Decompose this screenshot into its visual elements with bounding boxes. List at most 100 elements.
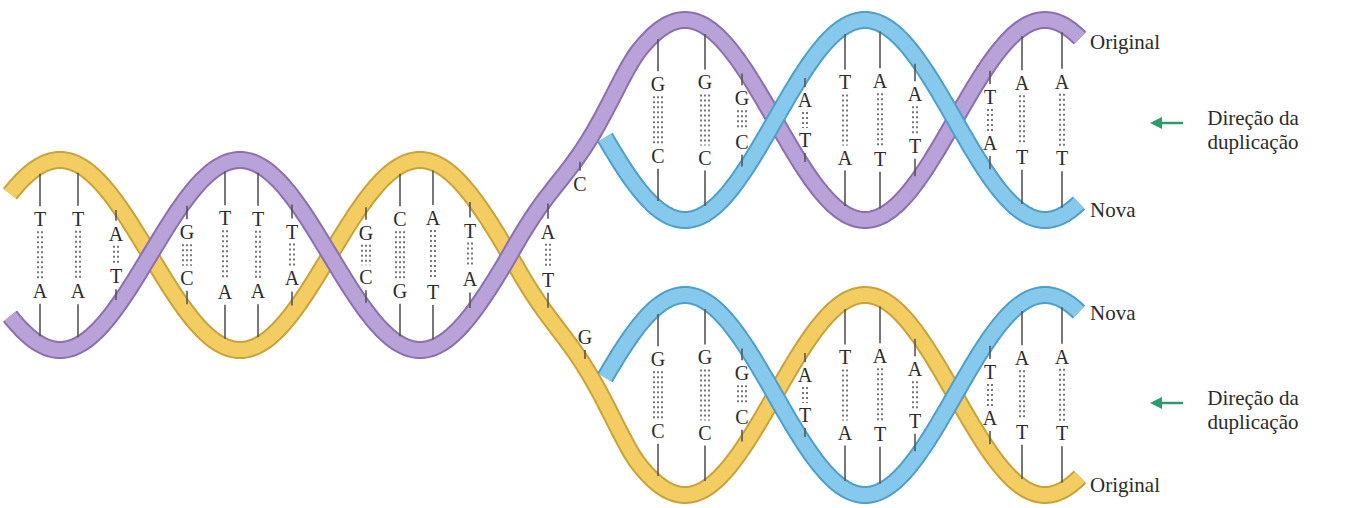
- base-stem: [257, 173, 259, 206]
- hydrogen-bond: [881, 368, 883, 421]
- base-stem: [741, 74, 743, 86]
- base-letter: T: [839, 346, 851, 368]
- helix-strands: [10, 20, 1080, 495]
- base-letter: G: [698, 71, 712, 93]
- base-stem: [657, 444, 659, 476]
- arrow-head: [1150, 117, 1162, 129]
- hydrogen-bond: [259, 231, 261, 279]
- hydrogen-bond: [741, 385, 743, 405]
- hydrogen-bond: [881, 93, 883, 146]
- hydrogen-bond: [399, 231, 401, 278]
- base-letter: A: [798, 89, 812, 111]
- base-stem: [657, 314, 659, 346]
- hydrogen-bond: [806, 112, 808, 128]
- base-stem: [224, 171, 226, 205]
- hydrogen-bond: [991, 384, 993, 406]
- hydrogen-bond: [741, 110, 743, 130]
- base-stem: [186, 206, 188, 219]
- base-letter: T: [799, 404, 811, 426]
- hydrogen-bond: [657, 371, 659, 418]
- hydrogen-bond: [403, 231, 405, 278]
- base-letter: C: [698, 147, 711, 169]
- strand-edge: [10, 20, 1080, 350]
- strand-label: Original: [1090, 30, 1160, 54]
- base-letter: G: [393, 280, 407, 302]
- hydrogen-bond: [806, 387, 808, 403]
- base-letter: T: [110, 265, 122, 287]
- hydrogen-bond: [113, 246, 115, 264]
- hydrogen-bond: [842, 369, 844, 420]
- base-letter: A: [71, 280, 85, 302]
- direction-arrow: [1150, 397, 1183, 409]
- strand-ribbon: [605, 20, 1079, 220]
- base-stem: [77, 304, 79, 337]
- hydrogen-bond: [700, 369, 702, 420]
- base-letter: C: [735, 131, 748, 153]
- base-stem: [741, 155, 743, 167]
- base-stem: [432, 305, 434, 340]
- base-letter: A: [983, 407, 997, 429]
- base-letter: A: [873, 345, 887, 367]
- base-letter: A: [908, 358, 922, 380]
- base-letter: C: [698, 422, 711, 444]
- hydrogen-bond: [704, 94, 706, 145]
- hydrogen-bond: [661, 96, 663, 143]
- dna-strand: [605, 295, 1079, 495]
- base-stem: [741, 430, 743, 442]
- base-letter: T: [1016, 421, 1028, 443]
- base-letter: A: [983, 132, 997, 154]
- base-letter: C: [651, 420, 664, 442]
- base-letter: T: [984, 361, 996, 383]
- base-letter: A: [798, 364, 812, 386]
- hydrogen-bond: [361, 245, 363, 266]
- base-letter: G: [698, 346, 712, 368]
- base-stem: [844, 34, 846, 69]
- strand-label: Nova: [1090, 301, 1136, 325]
- direction-arrow: [1150, 117, 1183, 129]
- base-letter: C: [393, 208, 406, 230]
- hydrogen-bond: [289, 244, 291, 267]
- base-stem: [989, 71, 991, 84]
- base-letter: T: [286, 221, 298, 243]
- base-stem: [804, 78, 806, 87]
- hydrogen-bond: [226, 230, 228, 279]
- hydrogen-bond: [802, 112, 804, 128]
- hydrogen-bond: [912, 381, 914, 408]
- strand-ribbon: [605, 295, 1079, 495]
- base-stem: [1061, 171, 1063, 207]
- base-letter: G: [735, 87, 749, 109]
- base-letter: A: [251, 280, 265, 302]
- base-letter: C: [573, 173, 586, 195]
- base-letter: G: [651, 73, 665, 95]
- hydrogen-bond: [293, 244, 295, 267]
- base-stem: [1021, 170, 1023, 204]
- base-letter: T: [219, 207, 231, 229]
- hydrogen-bond: [737, 385, 739, 405]
- base-stem: [39, 304, 41, 337]
- hydrogen-bond: [700, 94, 702, 145]
- hydrogen-bond: [802, 387, 804, 403]
- base-letter: T: [72, 208, 84, 230]
- hydrogen-bond: [745, 385, 747, 405]
- hydrogen-bond: [1059, 369, 1061, 422]
- hydrogen-bond: [434, 230, 436, 280]
- base-pair-bonds: [38, 31, 1064, 483]
- hydrogen-bond: [877, 93, 879, 146]
- base-stem: [39, 174, 41, 207]
- hydrogen-bond: [1023, 95, 1025, 145]
- base-stem: [224, 305, 226, 339]
- base-stem: [1021, 445, 1023, 479]
- base-stem: [657, 169, 659, 201]
- dna-strand: [10, 20, 1080, 350]
- hydrogen-bond: [365, 245, 367, 266]
- base-stem: [584, 350, 586, 359]
- base-letter: A: [1015, 72, 1029, 94]
- base-stem: [432, 170, 434, 205]
- base-stem: [547, 204, 549, 219]
- base-stem: [365, 290, 367, 303]
- base-stem: [741, 349, 743, 361]
- base-letter: T: [1056, 422, 1068, 444]
- hydrogen-bond: [1019, 95, 1021, 145]
